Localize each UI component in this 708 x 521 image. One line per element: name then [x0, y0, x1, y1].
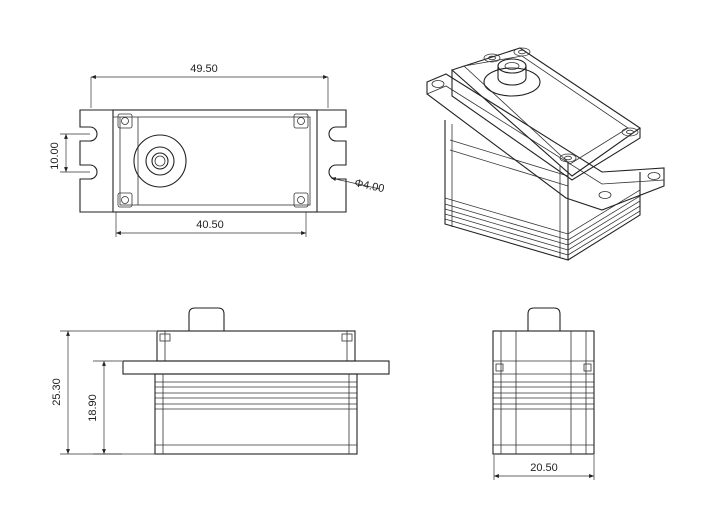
isometric-view [426, 47, 665, 261]
front-view: 25.30 18.90 [51, 307, 390, 455]
dim-width: 20.50 [530, 462, 558, 474]
side-view: 20.50 [492, 307, 595, 480]
dim-overall-length: 49.50 [190, 63, 218, 75]
dim-hole-spacing: 40.50 [196, 219, 224, 231]
top-view: 49.50 40.50 10.00 Φ4.00 [49, 63, 385, 237]
dim-slot-spacing: 10.00 [49, 142, 61, 170]
dim-overall-height: 25.30 [51, 378, 63, 406]
dim-hole-diameter: Φ4.00 [353, 177, 385, 195]
dim-body-height: 18.90 [87, 394, 99, 422]
